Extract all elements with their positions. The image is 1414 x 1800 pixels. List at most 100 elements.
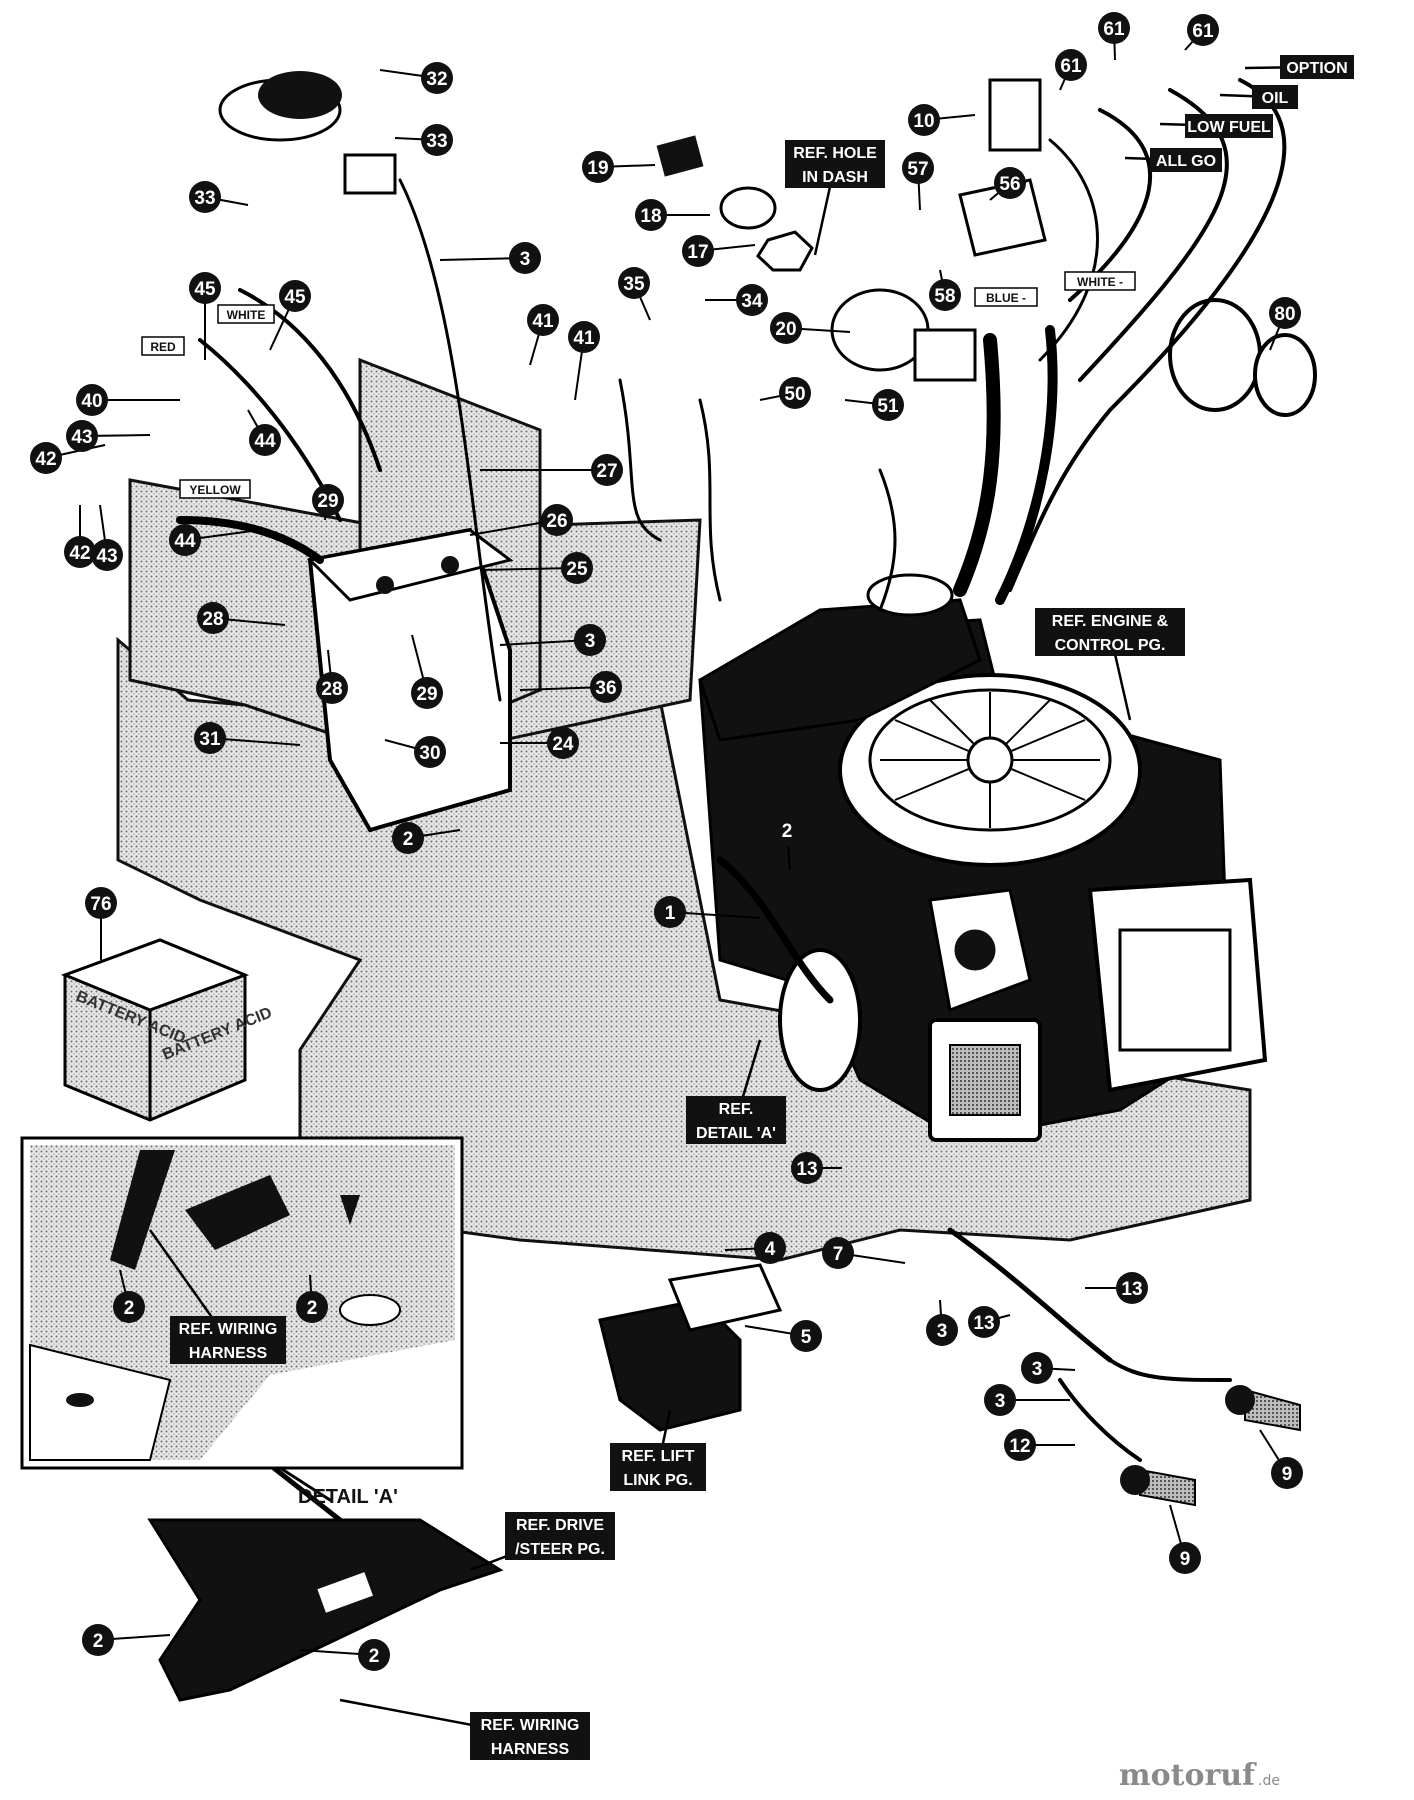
callout-marker [279,280,311,312]
callout-c34: 34 [736,284,768,316]
callout-number: 45 [284,287,306,308]
tag-text: YELLOW [189,483,241,497]
callout-c57: 57 [902,152,934,184]
callout-number: 80 [1274,304,1295,325]
label-box [1185,114,1273,138]
callout-number: 43 [96,546,117,567]
callout-c28a: 28 [197,602,229,634]
wire-tag-blue: BLUE - [974,287,1038,307]
callout-marker [1187,14,1219,46]
tag-box [141,336,185,356]
wire-tag-white-b: WHITE - [1064,271,1136,291]
callout-marker [791,1152,823,1184]
callout-number: 30 [419,743,440,764]
callout-marker [249,424,281,456]
callout-c31: 31 [194,722,226,754]
lift-link-bracket [598,1263,783,1432]
callout-marker [561,552,593,584]
callout-c9a: 9 [1271,1457,1303,1489]
label-text: HARNESS [491,1741,570,1758]
callout-number: 40 [81,391,102,412]
tag-text: RED [150,340,176,354]
label-text: IN DASH [802,169,868,186]
callout-marker [547,727,579,759]
callout-number: 33 [194,188,215,209]
callout-marker [312,484,344,516]
callout-c12: 12 [1004,1429,1036,1461]
callout-c44a: 44 [249,424,281,456]
callout-marker [736,284,768,316]
callout-marker [968,1306,1000,1338]
callout-marker [169,524,201,556]
label-box [686,1096,786,1144]
callout-marker [113,1291,145,1323]
callout-c61c: 61 [1187,14,1219,46]
callout-number: 13 [973,1313,994,1334]
callout-marker [527,304,559,336]
callout-c2e: 2 [113,1291,145,1323]
callout-number: 19 [587,158,608,179]
callout-c3c: 3 [926,1314,958,1346]
callout-marker [908,104,940,136]
callout-c18: 18 [635,199,667,231]
callout-number: 32 [426,69,447,90]
callout-marker [568,321,600,353]
callout-c3a: 3 [509,242,541,274]
wire-tag-yellow: YELLOW [179,479,251,499]
callout-c51: 51 [872,389,904,421]
callout-c2d: 2 [358,1639,390,1671]
callout-c33a: 33 [421,124,453,156]
tag-text: WHITE [227,308,266,322]
callout-number: 28 [321,679,342,700]
callout-marker [591,454,623,486]
callout-c43b: 43 [91,539,123,571]
label-text: LINK PG. [623,1472,692,1489]
callout-c56: 56 [994,167,1026,199]
callout-number: 2 [307,1298,318,1319]
callout-number: 56 [999,174,1020,195]
engine [698,573,1268,1142]
label-text: CONTROL PG. [1055,637,1166,654]
callout-marker [754,1232,786,1264]
callout-c76: 76 [85,887,117,919]
callout-marker [590,671,622,703]
callout-marker [1271,1457,1303,1489]
callout-marker [1098,12,1130,44]
callout-marker [902,152,934,184]
callout-number: 28 [202,609,223,630]
callout-marker [779,377,811,409]
callout-number: 7 [833,1244,844,1265]
ref-label-ref-detail-l1: REF.DETAIL 'A' [686,1096,786,1144]
callout-c5: 5 [790,1320,822,1352]
callout-number: 3 [995,1391,1006,1412]
callout-c3b: 3 [574,624,606,656]
callout-marker [635,199,667,231]
drive-steer-bracket [147,1518,504,1702]
label-box [470,1712,590,1760]
callout-number: 3 [1032,1359,1043,1380]
callout-marker [1004,1429,1036,1461]
callout-marker [770,312,802,344]
tag-box [974,287,1038,307]
callout-marker [682,235,714,267]
callout-c80: 80 [1269,297,1301,329]
callout-c13b: 13 [968,1306,1000,1338]
callout-c19: 19 [582,151,614,183]
callout-marker [189,181,221,213]
label-box [1252,85,1298,109]
callout-c28b: 28 [316,672,348,704]
callout-marker [82,1624,114,1656]
ref-label-ref-engine-l1: REF. ENGINE &CONTROL PG. [1035,608,1185,656]
callout-marker [197,602,229,634]
label-box [785,140,885,188]
tag-text: BLUE - [986,291,1026,305]
ref-label-oil: OIL [1252,85,1298,109]
label-text: REF. HOLE [793,145,877,162]
callout-c2a: 2 [392,822,424,854]
label-box [170,1316,286,1364]
callout-c61a: 61 [1055,49,1087,81]
callout-marker [411,677,443,709]
